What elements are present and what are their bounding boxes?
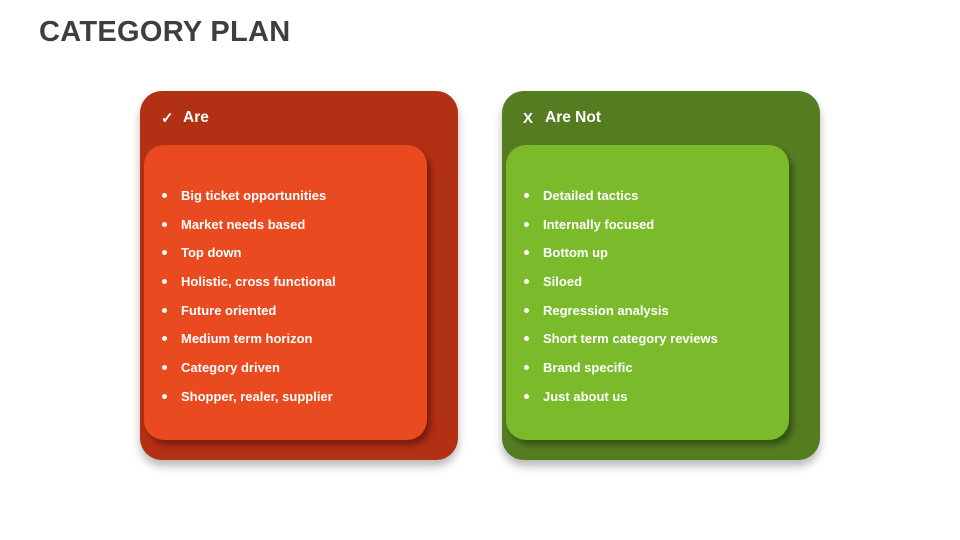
list-item: Category driven (162, 353, 419, 382)
card-are: ✓ Are Big ticket opportunities Market ne… (140, 91, 458, 460)
bullet-icon (524, 393, 529, 399)
bullet-icon (524, 364, 529, 370)
bullet-icon (524, 307, 529, 313)
bullet-icon (524, 192, 529, 198)
list-item: Shopper, realer, supplier (162, 382, 419, 411)
are-not-bullet-list: Detailed tactics Internally focused Bott… (506, 145, 789, 411)
bullet-icon (162, 221, 167, 227)
bullet-icon (162, 336, 167, 342)
check-icon: ✓ (161, 110, 174, 127)
card-are-not-title: Are Not (545, 109, 601, 126)
list-item: Holistic, cross functional (162, 267, 419, 296)
card-are-header: ✓ Are (140, 91, 458, 145)
card-are-not: X Are Not Detailed tactics Internally fo… (502, 91, 820, 460)
list-item: Detailed tactics (524, 181, 781, 210)
bullet-icon (162, 192, 167, 198)
list-item: Internally focused (524, 210, 781, 239)
card-are-title: Are (183, 109, 209, 126)
list-item: Regression analysis (524, 296, 781, 325)
list-item: Bottom up (524, 238, 781, 267)
bullet-icon (162, 364, 167, 370)
bullet-icon (162, 393, 167, 399)
list-item: Future oriented (162, 296, 419, 325)
bullet-icon (524, 250, 529, 256)
list-item: Market needs based (162, 210, 419, 239)
bullet-icon (162, 307, 167, 313)
list-item: Medium term horizon (162, 324, 419, 353)
list-item: Just about us (524, 382, 781, 411)
x-icon: X (523, 109, 534, 127)
bullet-icon (162, 278, 167, 284)
list-item: Top down (162, 238, 419, 267)
card-are-not-body: Detailed tactics Internally focused Bott… (506, 145, 789, 440)
card-are-body: Big ticket opportunities Market needs ba… (144, 145, 427, 440)
page-title: CATEGORY PLAN (39, 16, 291, 48)
list-item: Siloed (524, 267, 781, 296)
list-item: Brand specific (524, 353, 781, 382)
list-item: Short term category reviews (524, 324, 781, 353)
bullet-icon (524, 336, 529, 342)
card-are-not-header: X Are Not (502, 91, 820, 145)
are-bullet-list: Big ticket opportunities Market needs ba… (144, 145, 427, 411)
bullet-icon (524, 221, 529, 227)
bullet-icon (162, 250, 167, 256)
list-item: Big ticket opportunities (162, 181, 419, 210)
bullet-icon (524, 278, 529, 284)
